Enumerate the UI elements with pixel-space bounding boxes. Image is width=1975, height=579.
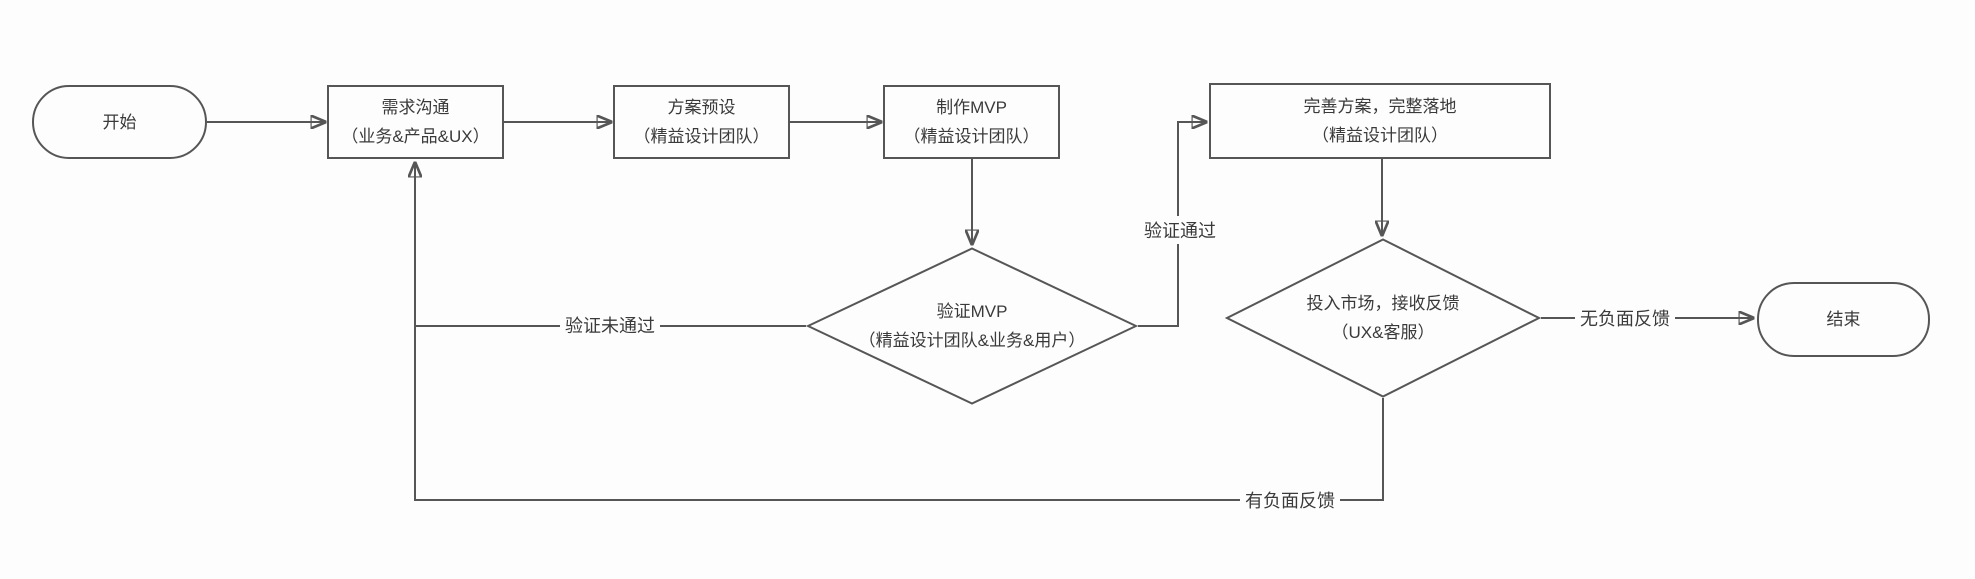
node-proposal-team: （精益设计团队） xyxy=(633,127,770,146)
edge-label-no-negative: 无负面反馈 xyxy=(1575,304,1675,332)
edge-label-fail: 验证未通过 xyxy=(560,311,660,339)
node-requirement-team: （业务&产品&UX） xyxy=(341,127,490,146)
node-requirement[interactable]: 需求沟通 （业务&产品&UX） xyxy=(327,85,504,159)
node-mvp[interactable]: 制作MVP （精益设计团队） xyxy=(883,85,1060,159)
node-mvp-title: 制作MVP xyxy=(936,98,1007,117)
node-launch-title: 投入市场，接收反馈 xyxy=(1306,294,1460,313)
edge-label-negative: 有负面反馈 xyxy=(1240,486,1340,514)
node-proposal[interactable]: 方案预设 （精益设计团队） xyxy=(613,85,790,159)
diamond-shape xyxy=(1225,238,1541,398)
node-refine-title: 完善方案，完整落地 xyxy=(1303,97,1457,116)
edge-launch-negative-feedback xyxy=(414,398,1384,501)
node-refine-team: （精益设计团队） xyxy=(1312,126,1448,145)
node-refine[interactable]: 完善方案，完整落地 （精益设计团队） xyxy=(1209,83,1551,159)
node-mvp-team: （精益设计团队） xyxy=(903,127,1040,146)
node-end-label: 结束 xyxy=(1826,310,1861,329)
node-launch[interactable]: 投入市场，接收反馈 （UX&客服） xyxy=(1225,238,1541,398)
diamond-shape xyxy=(806,247,1138,405)
node-requirement-title: 需求沟通 xyxy=(381,98,450,117)
node-validate[interactable]: 验证MVP （精益设计团队&业务&用户） xyxy=(806,247,1138,405)
node-start-label: 开始 xyxy=(102,112,137,132)
node-validate-team: （精益设计团队&业务&用户） xyxy=(858,331,1086,350)
node-launch-team: （UX&客服） xyxy=(1331,323,1435,342)
node-start[interactable]: 开始 xyxy=(32,85,207,159)
node-end[interactable]: 结束 xyxy=(1757,282,1930,357)
node-validate-title: 验证MVP xyxy=(936,302,1008,321)
node-proposal-title: 方案预设 xyxy=(667,98,736,117)
edge-label-pass: 验证通过 xyxy=(1139,216,1221,244)
